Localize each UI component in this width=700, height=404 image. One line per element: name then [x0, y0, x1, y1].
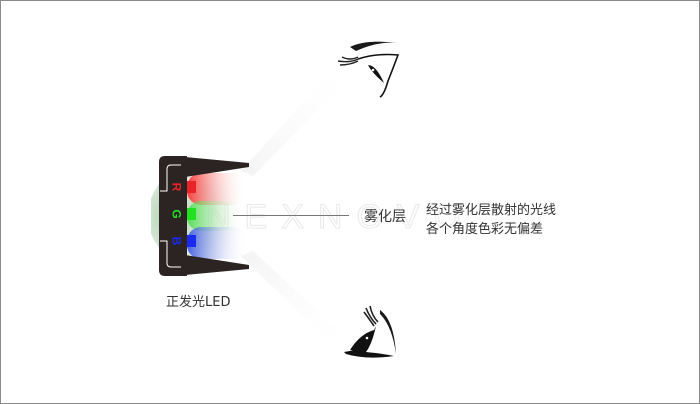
bottom-wedge [185, 255, 249, 275]
top-wedge [185, 157, 249, 177]
housing-body [159, 156, 187, 276]
bottom-eye-icon [344, 305, 396, 358]
description-line-1: 经过雾化层散射的光线 [426, 203, 557, 218]
blue-chip [187, 235, 196, 247]
label-g: G [169, 209, 184, 219]
diffusion-layer-label: 雾化层 [364, 209, 406, 225]
watermark-text: NEXNOVO [205, 198, 475, 237]
description-text: 经过雾化层散射的光线 各个角度色彩无偏差 [426, 201, 556, 239]
led-device [151, 156, 249, 276]
red-chip [187, 181, 196, 193]
top-eye-icon [337, 41, 400, 98]
label-r: R [169, 182, 184, 192]
description-line-2: 各个角度色彩无偏差 [426, 222, 544, 237]
green-chip [187, 208, 196, 220]
label-b: B [169, 236, 184, 246]
leader-line [233, 215, 349, 216]
led-label: 正发光LED [166, 295, 231, 310]
